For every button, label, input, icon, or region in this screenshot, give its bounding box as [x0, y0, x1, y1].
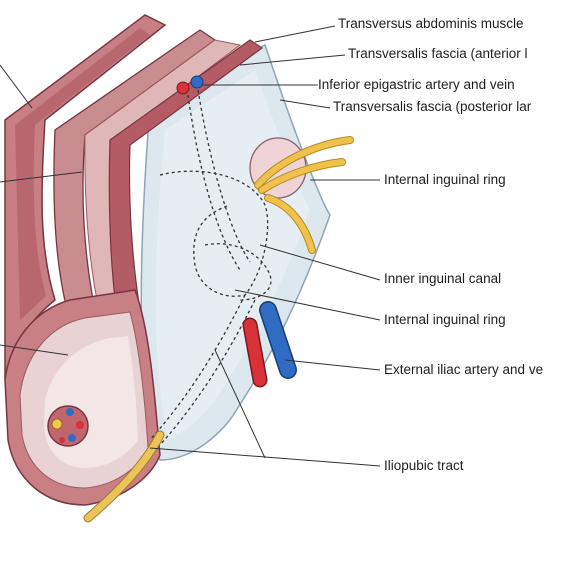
canal-dashed-outline-2 [204, 243, 272, 301]
leader-left-3 [0, 344, 69, 356]
iliopubic-tract-band-fill [84, 431, 164, 522]
external-iliac-vein-fill [260, 302, 296, 378]
leader-fascia-anterior [239, 54, 346, 66]
cord-vessel-red-2 [59, 437, 65, 443]
cord-vessel-yellow [51, 418, 63, 430]
canal-dashed-outline [159, 170, 269, 297]
cord-structure-1-fill [255, 137, 353, 188]
label-inner-inguinal-canal: Inner inguinal canal [384, 271, 502, 286]
label-transversalis-fascia-anterior: Transversalis fascia (anterior l [348, 46, 528, 61]
leader-lines [0, 25, 381, 467]
outer-muscle-inner [15, 28, 150, 320]
epigastric-artery [176, 81, 190, 95]
leader-iliac [284, 359, 381, 371]
label-internal-inguinal-ring-1: Internal inguinal ring [384, 172, 506, 187]
leader-inner-canal [259, 244, 381, 281]
cord-structure-3-fill [265, 195, 315, 253]
spermatic-cord-section [47, 405, 89, 447]
label-iliopubic-tract: Iliopubic tract [384, 458, 464, 473]
label-transversalis-fascia-posterior: Transversalis fascia (posterior lar [333, 99, 532, 114]
leader-transversus [254, 25, 336, 43]
leader-left-1 [0, 64, 33, 109]
label-external-iliac: External iliac artery and ve [384, 362, 544, 377]
cord-structure-2-fill [259, 159, 345, 193]
leader-fascia-posterior [279, 99, 331, 109]
epigastric-vein [190, 75, 204, 89]
iliopubic-dashed [159, 299, 256, 446]
external-iliac-artery-fill [244, 319, 266, 386]
label-transversus-abdominis: Transversus abdominis muscle [338, 16, 524, 31]
leader-internal-ring-2 [234, 289, 381, 321]
cord-vessel-blue-1 [66, 408, 74, 416]
leader-iliopubic-2 [214, 349, 266, 459]
epigastric-dashed-path-2 [197, 89, 251, 263]
label-internal-inguinal-ring-2: Internal inguinal ring [384, 312, 506, 327]
cord-vessel-blue-2 [68, 434, 76, 442]
label-inferior-epigastric: Inferior epigastric artery and vein [318, 77, 515, 92]
leader-left-2 [0, 171, 83, 183]
cord-vessel-red-1 [76, 421, 84, 429]
epigastric-dashed-path [187, 94, 241, 271]
iliopubic-dashed-2 [149, 294, 246, 441]
